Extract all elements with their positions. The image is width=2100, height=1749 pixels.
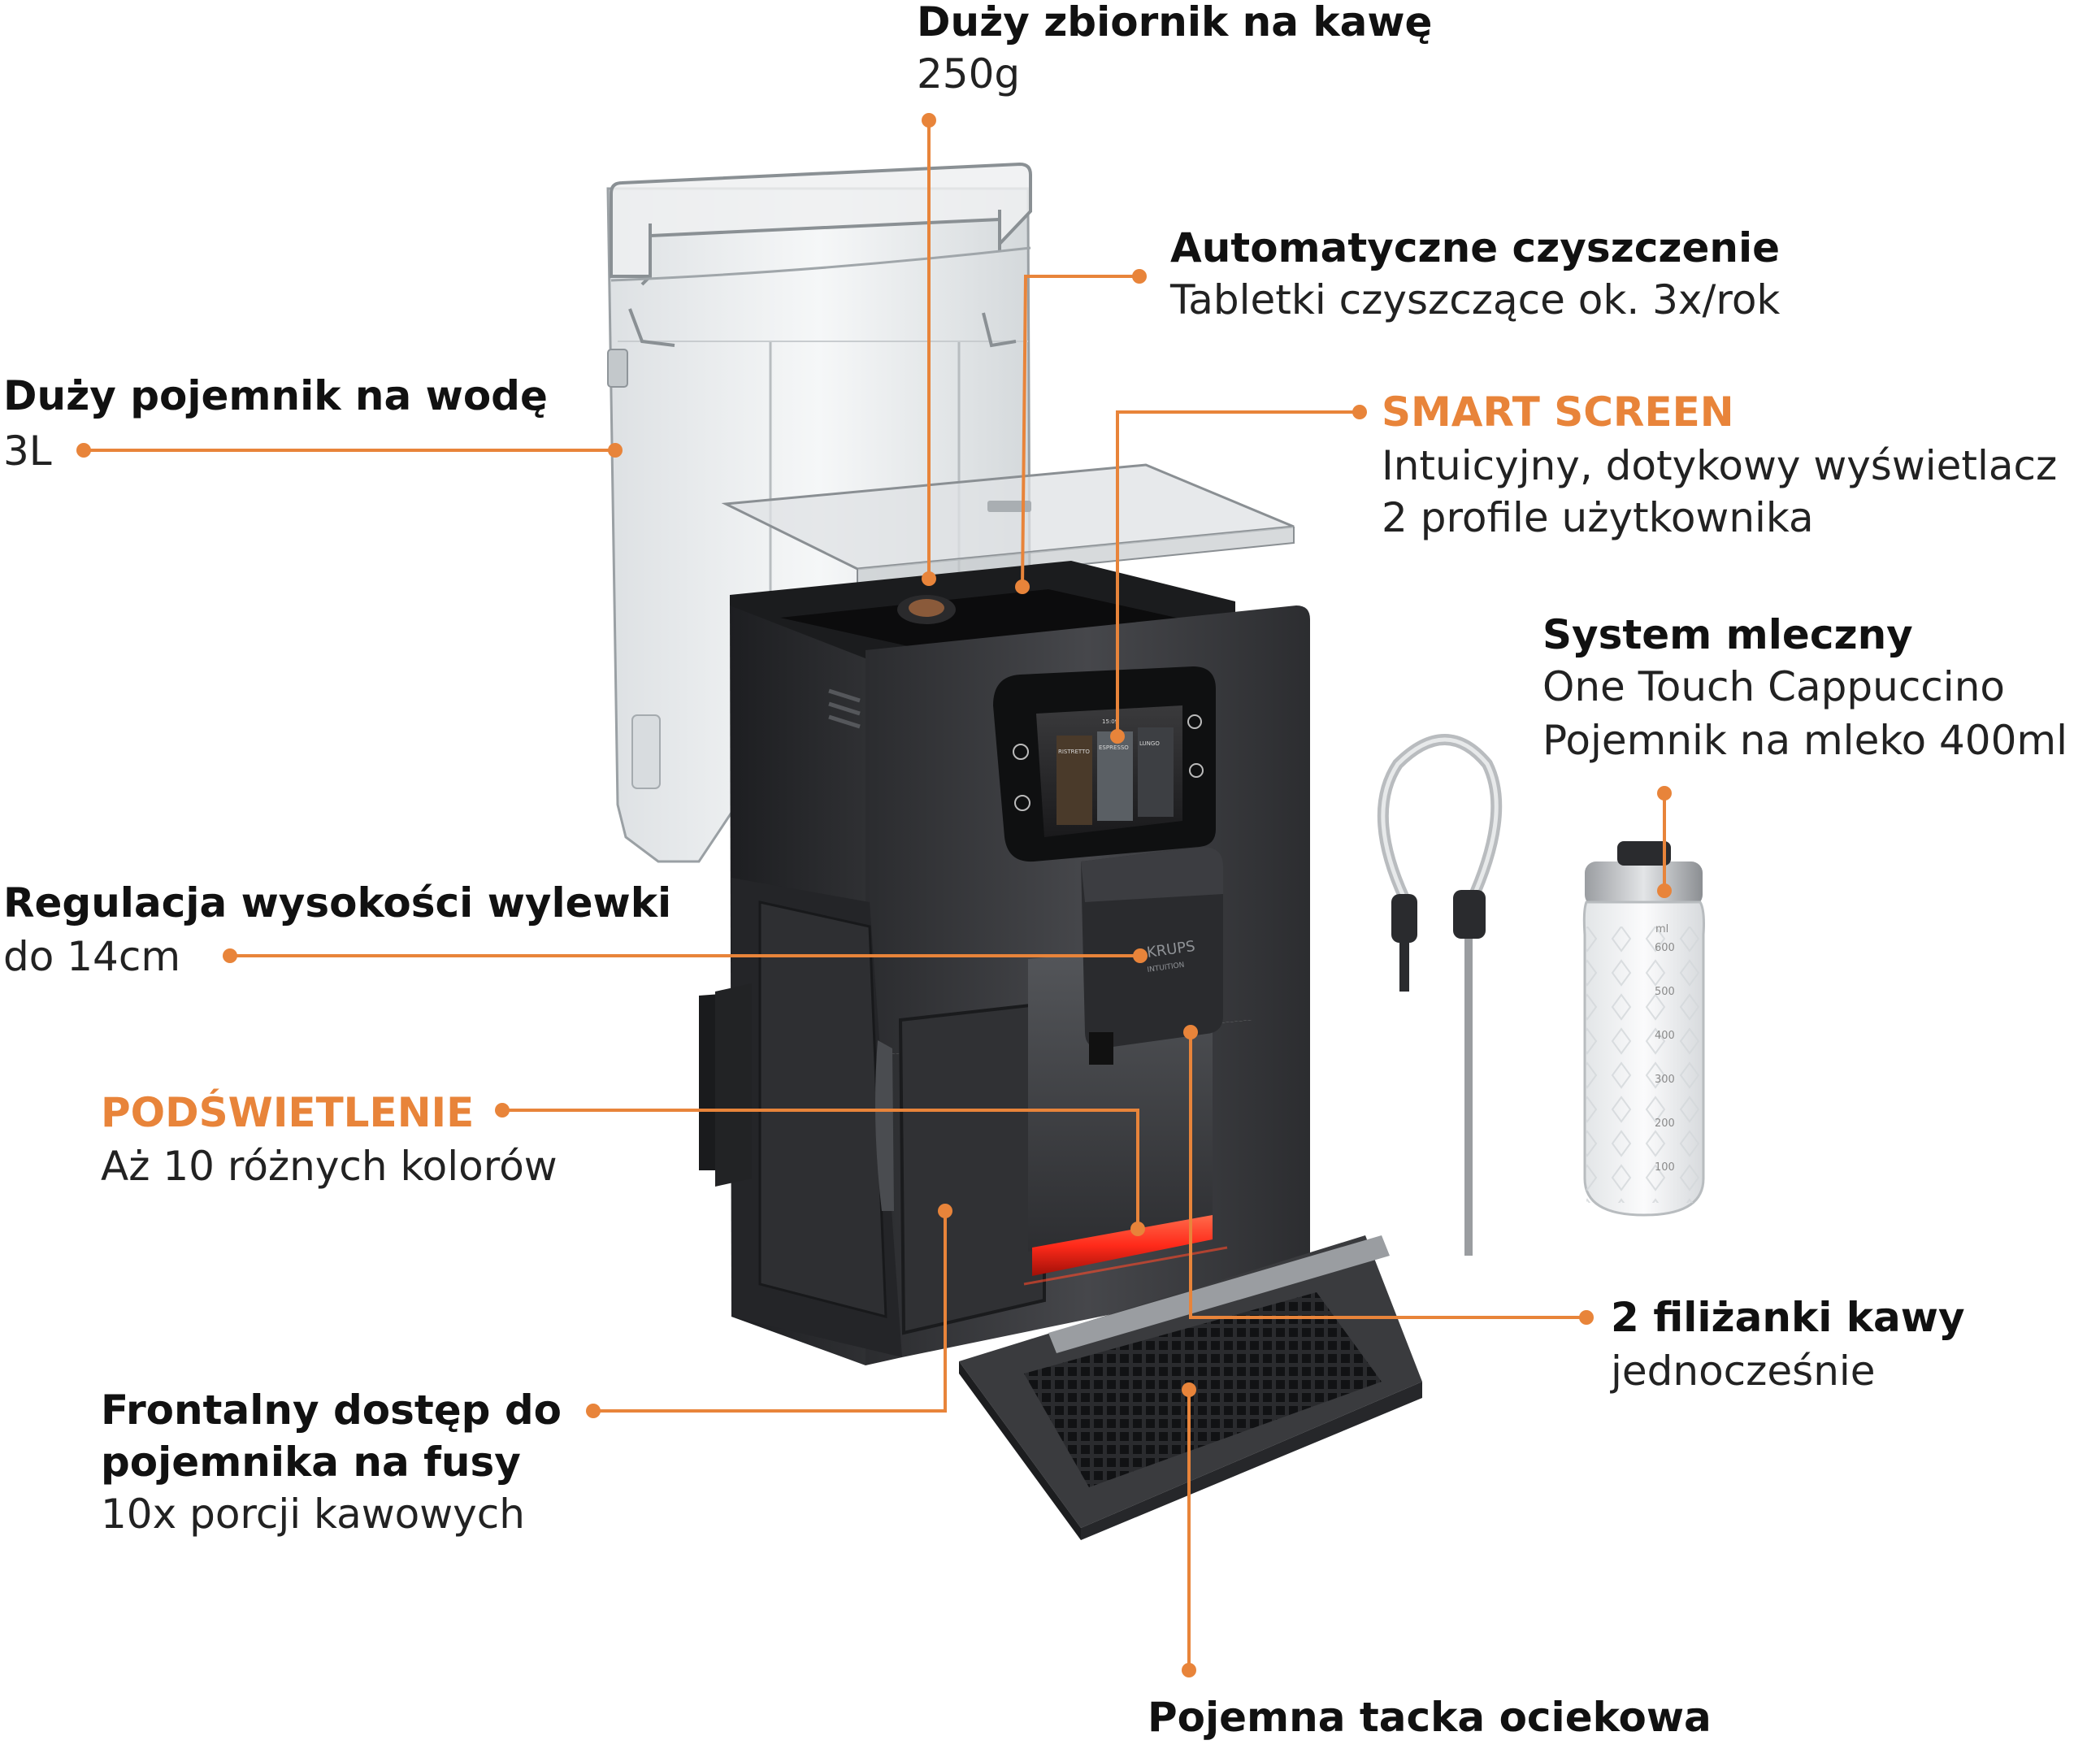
callout-title: SMART SCREEN [1382, 388, 1734, 436]
callout-line: Pojemnik na mleko 400ml [1542, 717, 2067, 764]
touch-screen[interactable]: 15:09 RISTRETTO ESPRESSO LUNGO [993, 666, 1216, 862]
jug-tick-300: 300 [1655, 1074, 1675, 1086]
callout-two-cups: 2 filiżanki kawy jednocześnie [1610, 1294, 1965, 1395]
power-icon[interactable] [1013, 744, 1029, 760]
jug-tick-500: 500 [1655, 986, 1675, 998]
settings-icon[interactable] [1189, 763, 1204, 778]
callout-line: 2 profile użytkownika [1382, 494, 1814, 541]
coffee-spout[interactable]: KRUPS INTUITION [1081, 847, 1223, 1065]
callout-water-tank: Duży pojemnik na wodę 3L [3, 372, 548, 475]
screen-time: 15:09 [1102, 718, 1118, 725]
callout-line: 250g [917, 50, 1020, 98]
callout-line: Intuicyjny, dotykowy wyświetlacz [1382, 442, 2057, 489]
jug-tick-600: 600 [1655, 942, 1675, 954]
side-vent [828, 688, 861, 729]
home-icon[interactable] [1187, 714, 1202, 729]
callout-line: Tabletki czyszczące ok. 3x/rok [1169, 276, 1780, 323]
drip-tray [959, 1235, 1422, 1540]
jug-tick-200: 200 [1655, 1118, 1675, 1130]
callout-title: Frontalny dostęp do [101, 1387, 562, 1434]
callout-lighting: PODŚWIETLENIE Aż 10 różnych kolorów [101, 1088, 558, 1190]
jug-tick-400: 400 [1655, 1030, 1675, 1042]
callout-title: PODŚWIETLENIE [101, 1088, 474, 1136]
coffee-machine-illustration: 15:09 RISTRETTO ESPRESSO LUNGO KRUPS INT… [606, 162, 1705, 1540]
callout-leaders [76, 113, 1672, 1677]
callout-title: Duży pojemnik na wodę [3, 372, 548, 419]
callout-title: pojemnika na fusy [101, 1439, 521, 1486]
callout-line: do 14cm [3, 933, 180, 980]
callout-title: Automatyczne czyszczenie [1170, 224, 1780, 271]
water-tank-handle [610, 162, 1032, 348]
callout-grounds-access: Frontalny dostęp do pojemnika na fusy 10… [101, 1387, 562, 1538]
led-light-strip [1032, 1215, 1213, 1276]
screen-tile-2[interactable]: ESPRESSO [1099, 744, 1129, 751]
milk-jug: ml 600 500 400 300 200 100 [1582, 841, 1705, 1217]
callout-title: 2 filiżanki kawy [1611, 1294, 1965, 1341]
callout-title: System mleczny [1542, 611, 1913, 658]
milk-hose [1377, 734, 1503, 1256]
jug-tick-100: 100 [1655, 1161, 1675, 1174]
screen-tile-1[interactable]: RISTRETTO [1058, 749, 1090, 755]
callout-line: 10x porcji kawowych [101, 1491, 525, 1538]
callout-spout-height: Regulacja wysokości wylewki do 14cm [3, 879, 671, 980]
callout-smart-screen: SMART SCREEN Intuicyjny, dotykowy wyświe… [1382, 388, 2057, 541]
callout-line: One Touch Cappuccino [1542, 663, 2005, 710]
callout-line: Aż 10 różnych kolorów [101, 1143, 558, 1190]
callout-line: jednocześnie [1610, 1348, 1876, 1395]
profile-icon[interactable] [1014, 795, 1030, 811]
callout-title: Duży zbiornik na kawę [917, 0, 1432, 46]
callout-auto-clean: Automatyczne czyszczenie Tabletki czyszc… [1169, 224, 1780, 323]
callout-drip-tray: Pojemna tacka ociekowa [1148, 1694, 1712, 1741]
callout-coffee-hopper: Duży zbiornik na kawę 250g [917, 0, 1432, 98]
callout-line: 3L [3, 427, 52, 475]
callout-milk-system: System mleczny One Touch Cappuccino Poje… [1542, 611, 2067, 764]
callout-title: Regulacja wysokości wylewki [3, 879, 671, 927]
screen-tile-3[interactable]: LUNGO [1139, 740, 1160, 747]
jug-unit: ml [1655, 923, 1668, 935]
callout-title: Pojemna tacka ociekowa [1148, 1694, 1712, 1741]
